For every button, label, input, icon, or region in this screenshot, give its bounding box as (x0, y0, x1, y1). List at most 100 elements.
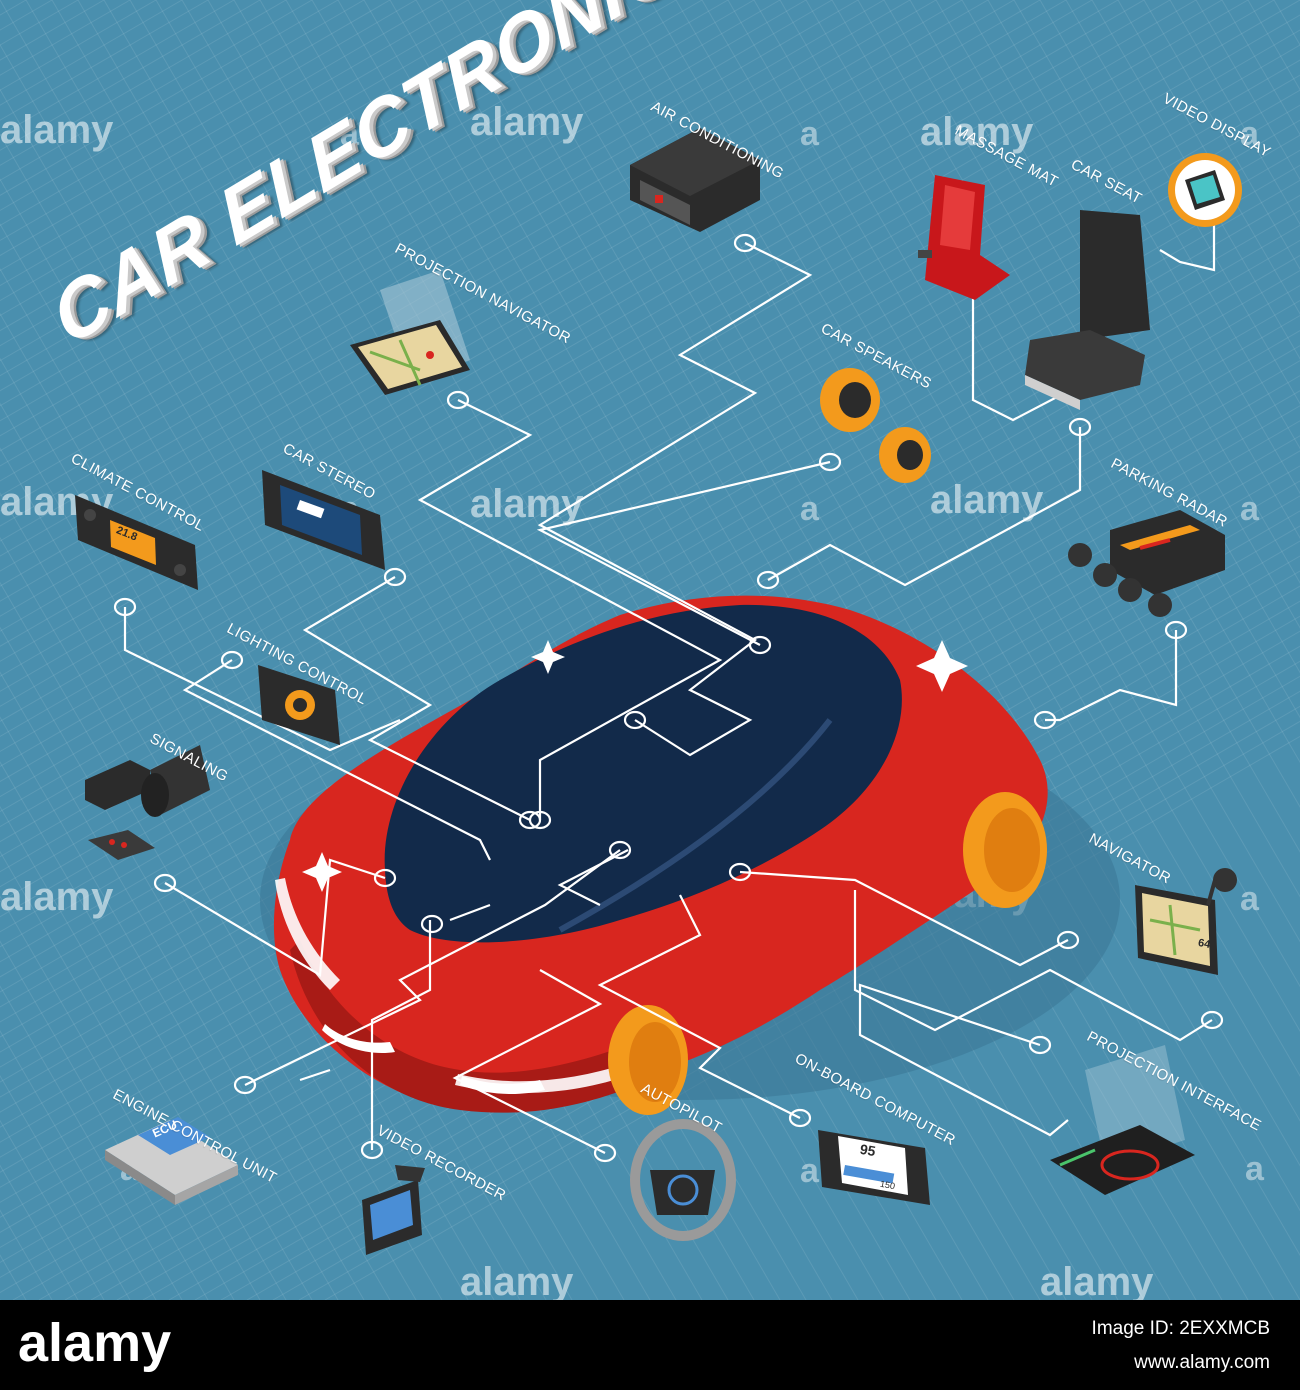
sparkle-2 (916, 640, 968, 692)
grid-line (0, 0, 677, 392)
watermark-letter: a (800, 490, 819, 528)
connector-line (853, 890, 1213, 1042)
watermark: alamy (920, 110, 1034, 154)
connector-node (528, 810, 552, 830)
front-wheel-inner (629, 1022, 681, 1102)
watermark: alamy (930, 478, 1044, 522)
grid-line (0, 0, 1249, 722)
signaling-icon (85, 745, 210, 860)
watermark: alamy (1040, 1260, 1154, 1300)
grid-line (0, 536, 443, 1300)
connector-node (818, 452, 842, 472)
grid-line (1143, 0, 1300, 270)
grid-line (0, 0, 547, 317)
grid-line (0, 0, 807, 467)
sparkle-3 (302, 852, 342, 892)
watermark: alamy (460, 1260, 574, 1300)
connector-line (537, 242, 813, 757)
connector-node (383, 567, 407, 587)
grid-line (0, 0, 625, 362)
grid-line (0, 0, 885, 512)
grid-line (0, 134, 1300, 888)
grid-line (935, 0, 1300, 629)
watermark: alamy (0, 108, 114, 152)
grid-line (0, 0, 521, 302)
grid-line (0, 0, 1119, 647)
grid-line (1169, 0, 1300, 226)
grid-line (0, 0, 1223, 707)
grid-line (0, 985, 183, 1300)
connector-line (1159, 218, 1216, 272)
connector-node (446, 390, 470, 410)
connector-node (360, 1140, 384, 1160)
lighting-control-icon (258, 665, 340, 745)
grid-line (0, 480, 1300, 1233)
grid-line (649, 0, 1300, 1122)
projection-interface-icon (1050, 1045, 1195, 1195)
grid-line (0, 626, 391, 1300)
connector-node (1033, 710, 1057, 730)
grid-line (0, 0, 963, 557)
navigator-speed-readout: 64 (1197, 937, 1212, 951)
connector-line (182, 659, 491, 861)
connector-node (608, 840, 632, 860)
grid-line (0, 0, 937, 542)
grid-line (0, 0, 1015, 587)
grid-line (0, 179, 1300, 933)
grid-line (0, 492, 469, 1300)
connector-node (233, 1075, 257, 1095)
grid-line (623, 0, 1300, 1167)
connector-node (748, 635, 772, 655)
grid-line (0, 510, 1300, 1264)
grid-line (0, 0, 729, 422)
connector-node (420, 914, 444, 934)
grid-line (0, 0, 599, 347)
connector-node (788, 1108, 812, 1128)
grid-line (0, 0, 703, 407)
connector-node (593, 1143, 617, 1163)
watermark: alamy (470, 482, 584, 526)
watermark-letter: a (340, 115, 359, 153)
grid-line (0, 716, 339, 1300)
footer-logo: alamy (18, 1313, 172, 1373)
projection-navigator-icon (350, 270, 470, 395)
grid-line (0, 850, 261, 1300)
connection-lines (113, 218, 1224, 1163)
grid-line (1039, 0, 1300, 450)
parking-radar-icon (1068, 510, 1225, 617)
watermark-letter: a (1240, 490, 1259, 528)
grid-line (0, 0, 1171, 677)
grid-line (0, 0, 989, 572)
grid-line (0, 0, 833, 482)
grid-line (0, 671, 365, 1300)
navigator-icon (1135, 868, 1237, 975)
autopilot-icon (630, 1119, 736, 1241)
footer-bar: alamy Image ID: 2EXXMCB www.alamy.com (0, 1300, 1300, 1390)
grid-line (0, 581, 417, 1300)
grid-line (0, 805, 287, 1300)
connector-node (1164, 620, 1188, 640)
connector-node (733, 233, 757, 253)
connector-node (623, 710, 647, 730)
video-display-icon (1168, 153, 1242, 227)
grid-line (0, 0, 651, 377)
grid-line (0, 0, 1145, 662)
grid-line (857, 0, 1300, 764)
grid-line (0, 940, 209, 1300)
grid-line (675, 0, 1300, 1077)
watermark-letter: a (800, 1152, 819, 1190)
connector-node (1200, 1010, 1224, 1030)
watermark-letter: a (1240, 880, 1259, 918)
connector-line (739, 870, 1069, 967)
grid-line (0, 0, 469, 272)
grid-line (1117, 0, 1300, 315)
car-stereo-icon (262, 470, 385, 570)
grid-line (0, 0, 573, 332)
grid-line (753, 0, 1300, 943)
connector-node (153, 873, 177, 893)
grid-line (0, 0, 1300, 753)
connector-node (1068, 417, 1092, 437)
watermark-letter: a (800, 115, 819, 153)
grid-line (727, 0, 1300, 988)
